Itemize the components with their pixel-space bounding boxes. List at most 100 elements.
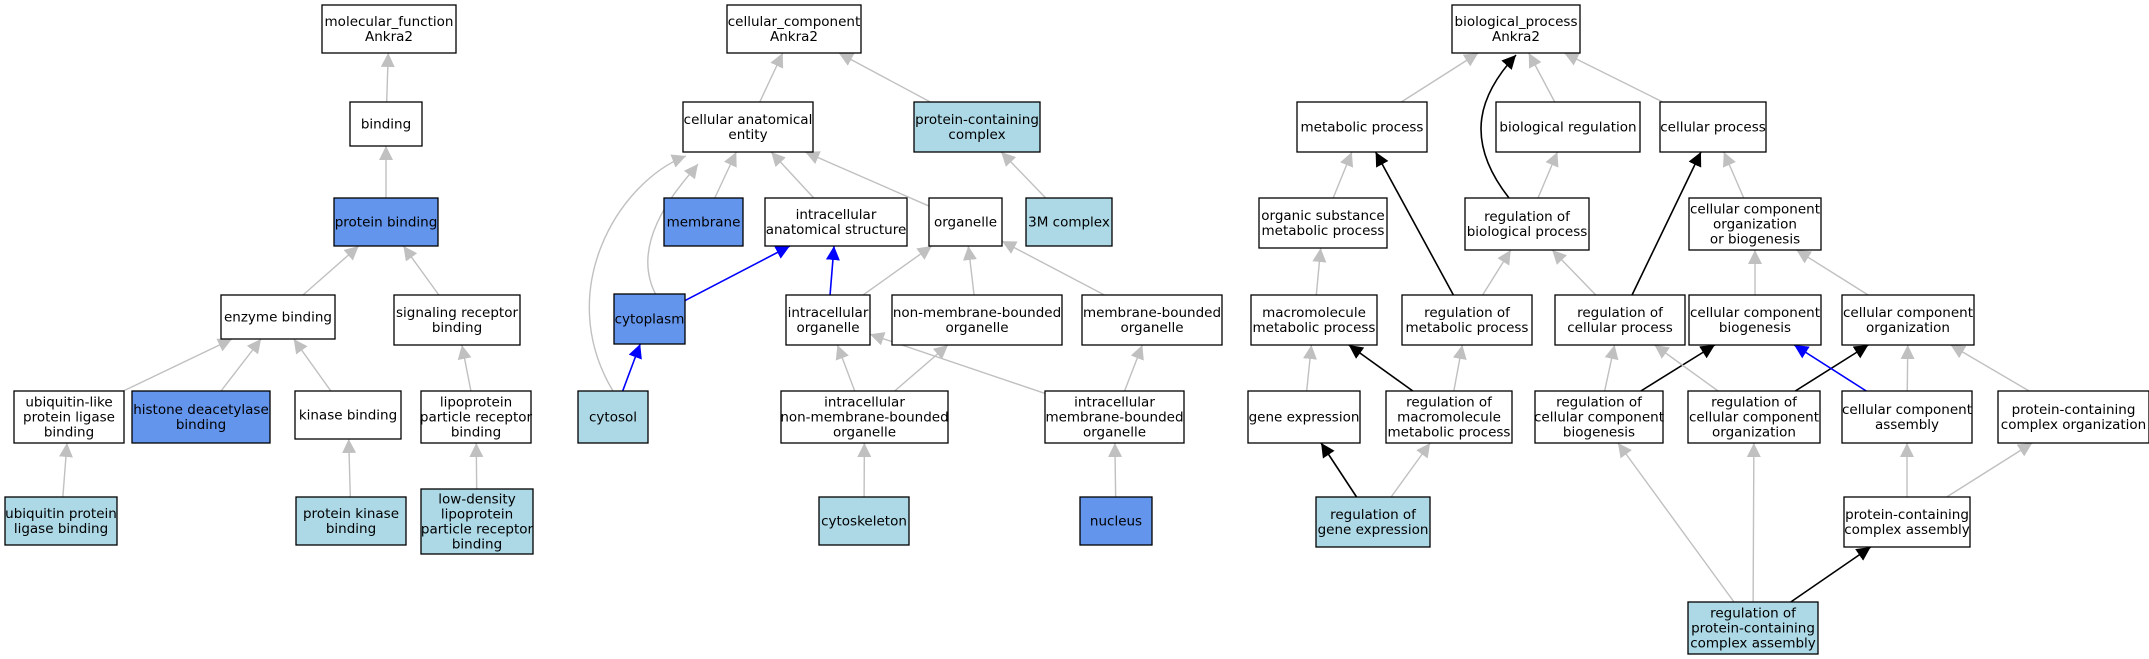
node-label-line: metabolic process	[1301, 120, 1424, 136]
node-three_m_complex[interactable]: 3M complex	[1025, 197, 1113, 247]
node-box	[785, 294, 871, 346]
node-label-line: regulation of	[1710, 606, 1797, 622]
node-gene_expression[interactable]: gene expression	[1247, 390, 1361, 444]
edge-pc_complex_organization-to-cc_organization	[1950, 344, 2030, 392]
node-protein_binding[interactable]: protein binding	[333, 197, 439, 247]
node-label-line: cytosol	[589, 410, 637, 426]
node-nucleus[interactable]: nucleus	[1079, 496, 1153, 546]
node-label-line: binding	[361, 117, 411, 133]
node-label-line: cellular component	[1842, 402, 1972, 418]
node-label-line: cellular process	[1567, 320, 1673, 336]
node-metabolic_process[interactable]: metabolic process	[1296, 101, 1428, 153]
node-box	[13, 390, 125, 444]
node-enzyme_binding[interactable]: enzyme binding	[220, 294, 336, 340]
node-label-line: intracellular	[788, 305, 869, 321]
node-label-line: non-membrane-bounded	[780, 410, 948, 426]
node-box	[1081, 294, 1223, 346]
edge-hdac_binding-to-enzyme_binding	[220, 338, 262, 392]
edge-signaling_receptor_binding-to-protein_binding	[402, 245, 440, 296]
node-label-line: regulation of	[1711, 395, 1798, 411]
edge-reg_macromolecule_metabolic-to-reg_metabolic_process	[1452, 344, 1467, 392]
node-box	[1554, 294, 1686, 346]
node-label-line: kinase binding	[299, 408, 397, 424]
node-label-line: non-membrane-bounded	[893, 305, 1061, 321]
node-label-line: binding	[432, 320, 482, 336]
node-box	[613, 293, 686, 345]
node-kinase_binding[interactable]: kinase binding	[294, 390, 402, 440]
node-box	[1079, 496, 1153, 546]
node-label-line: membrane	[667, 215, 741, 231]
edge-biological_regulation-to-bp_root	[1528, 52, 1556, 103]
node-intra_non_membrane_organelle[interactable]: intracellularnon-membrane-boundedorganel…	[780, 390, 949, 444]
node-label-line: Ankra2	[1492, 29, 1540, 45]
node-box	[891, 294, 1063, 346]
node-label-line: nucleus	[1090, 514, 1142, 530]
node-box	[349, 101, 423, 147]
edge-kinase_binding-to-enzyme_binding	[293, 338, 332, 392]
node-cellular_process[interactable]: cellular process	[1659, 101, 1767, 153]
node-box	[420, 390, 532, 444]
edge-membrane-to-cellular_anatomical_entity	[714, 151, 737, 199]
node-label-line: signaling receptor	[396, 305, 519, 321]
node-label-line: organelle	[1120, 320, 1183, 336]
node-box	[333, 197, 439, 247]
node-box	[913, 101, 1041, 153]
node-cytoskeleton[interactable]: cytoskeleton	[818, 496, 910, 546]
node-label-line: organization	[1712, 425, 1796, 441]
edge-cytoplasm-to-intracellular_structure	[684, 245, 791, 302]
node-label-line: cellular_component	[728, 14, 860, 30]
node-box	[295, 496, 407, 546]
node-organelle[interactable]: organelle	[928, 197, 1003, 247]
node-box	[1385, 390, 1513, 444]
node-binding[interactable]: binding	[349, 101, 423, 147]
node-box	[726, 4, 862, 54]
node-label-line: cellular component	[1534, 410, 1664, 426]
node-label-line: histone deacetylase	[133, 402, 269, 418]
node-cytosol[interactable]: cytosol	[577, 390, 649, 444]
node-biological_regulation[interactable]: biological regulation	[1495, 101, 1641, 153]
edge-reg_pc_complex_assembly-to-pc_complex_assembly	[1790, 546, 1872, 603]
edge-reg_metabolic_process-to-metabolic_process	[1374, 151, 1455, 296]
edge-reg_cellular_process-to-reg_biological_process	[1551, 249, 1597, 296]
edge-three_m_complex-to-protein_containing_complex	[1000, 151, 1047, 199]
edge-lipoprotein_receptor_binding-to-signaling_receptor_binding	[457, 344, 472, 392]
node-box	[663, 197, 744, 247]
node-cytoplasm[interactable]: cytoplasm	[613, 293, 686, 345]
edge-ubl_ligase_binding-to-enzyme_binding	[123, 338, 233, 392]
node-membrane[interactable]: membrane	[663, 197, 744, 247]
